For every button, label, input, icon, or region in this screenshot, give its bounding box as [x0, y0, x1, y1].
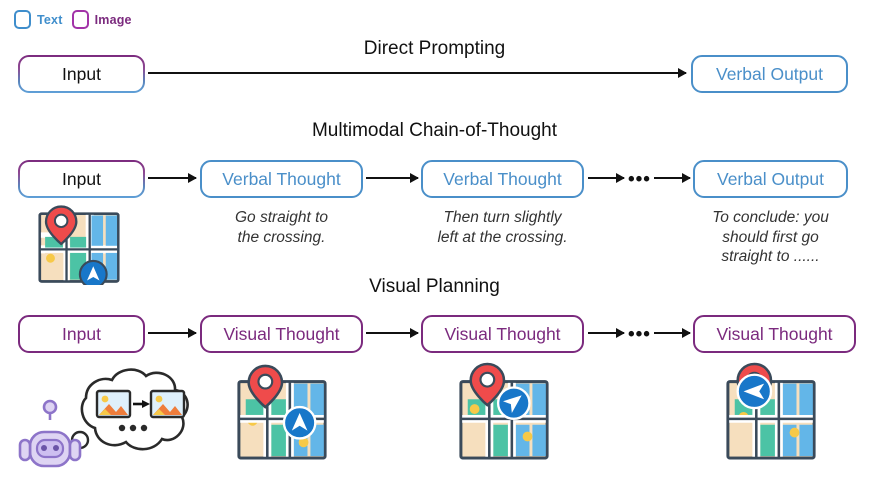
node-label: Verbal Output — [715, 63, 824, 84]
node-mcot-verbal-thought-2: Verbal Thought — [421, 160, 584, 198]
legend-label-text: Text — [37, 12, 63, 27]
node-visual-input: Input — [18, 315, 145, 353]
arrow-mcot-2 — [366, 177, 418, 180]
section-title-visual-planning: Visual Planning — [369, 276, 500, 297]
navigation-arrow-icon — [282, 405, 317, 440]
section-title-direct-prompting: Direct Prompting — [363, 38, 506, 59]
ellipsis-mcot: ••• — [628, 169, 651, 190]
node-label: Verbal Thought — [443, 168, 562, 189]
arrow-mcot-3 — [588, 177, 624, 180]
node-visual-thought-1: Visual Thought — [200, 315, 363, 353]
node-mcot-input: Input — [18, 160, 145, 198]
robot-icon — [18, 399, 82, 468]
image-placeholder-icon — [95, 389, 132, 419]
node-mcot-verbal-thought-1: Verbal Thought — [200, 160, 363, 198]
ellipsis-icon — [118, 424, 148, 432]
navigation-arrow-icon — [496, 386, 531, 421]
image-placeholder-icon — [149, 389, 186, 419]
arrow-mcot-4 — [654, 177, 690, 180]
node-label: Verbal Output — [716, 168, 825, 189]
map-with-pin-and-navigation-arrow-icon — [33, 203, 125, 285]
legend-label-image: Image — [94, 12, 132, 27]
node-label: Input — [62, 168, 101, 189]
caption-mcot-1: Go straight to the crossing. — [234, 209, 329, 246]
node-label: Visual Thought — [444, 323, 561, 344]
legend-item-image: Image — [71, 10, 132, 29]
node-direct-input: Input — [18, 55, 145, 93]
arrow-visual-1 — [148, 332, 196, 335]
legend-item-text: Text — [14, 10, 63, 29]
node-label: Visual Thought — [716, 323, 833, 344]
arrow-direct-input-to-output — [148, 72, 686, 75]
node-mcot-verbal-output: Verbal Output — [693, 160, 848, 198]
node-visual-thought-2: Visual Thought — [421, 315, 584, 353]
map-pin-icon — [247, 364, 284, 409]
map-step-1-icon — [233, 360, 331, 464]
rounded-square-outline-icon — [14, 10, 31, 29]
arrow-mcot-1 — [148, 177, 196, 180]
arrow-visual-2 — [366, 332, 418, 335]
node-visual-thought-3: Visual Thought — [693, 315, 856, 353]
node-label: Input — [62, 63, 101, 84]
legend: Text Image — [14, 10, 132, 29]
node-direct-verbal-output: Verbal Output — [691, 55, 848, 93]
caption-mcot-3: To conclude: you should first go straigh… — [712, 209, 829, 266]
map-step-3-icon — [722, 360, 820, 464]
node-label: Verbal Thought — [222, 168, 341, 189]
rounded-square-outline-icon — [71, 10, 89, 29]
ellipsis-visual: ••• — [628, 324, 651, 345]
navigation-arrow-icon — [736, 373, 773, 410]
arrow-visual-4 — [654, 332, 690, 335]
node-label: Visual Thought — [223, 323, 340, 344]
caption-mcot-2: Then turn slightly left at the crossing. — [437, 209, 568, 246]
robot-with-thought-bubble-icon — [8, 360, 198, 482]
arrow-visual-3 — [588, 332, 624, 335]
map-step-2-icon — [455, 360, 553, 464]
map-pin-icon — [469, 362, 506, 407]
right-arrow-icon — [133, 400, 150, 408]
section-title-multimodal-cot: Multimodal Chain-of-Thought — [311, 120, 557, 141]
node-label: Input — [62, 323, 101, 344]
